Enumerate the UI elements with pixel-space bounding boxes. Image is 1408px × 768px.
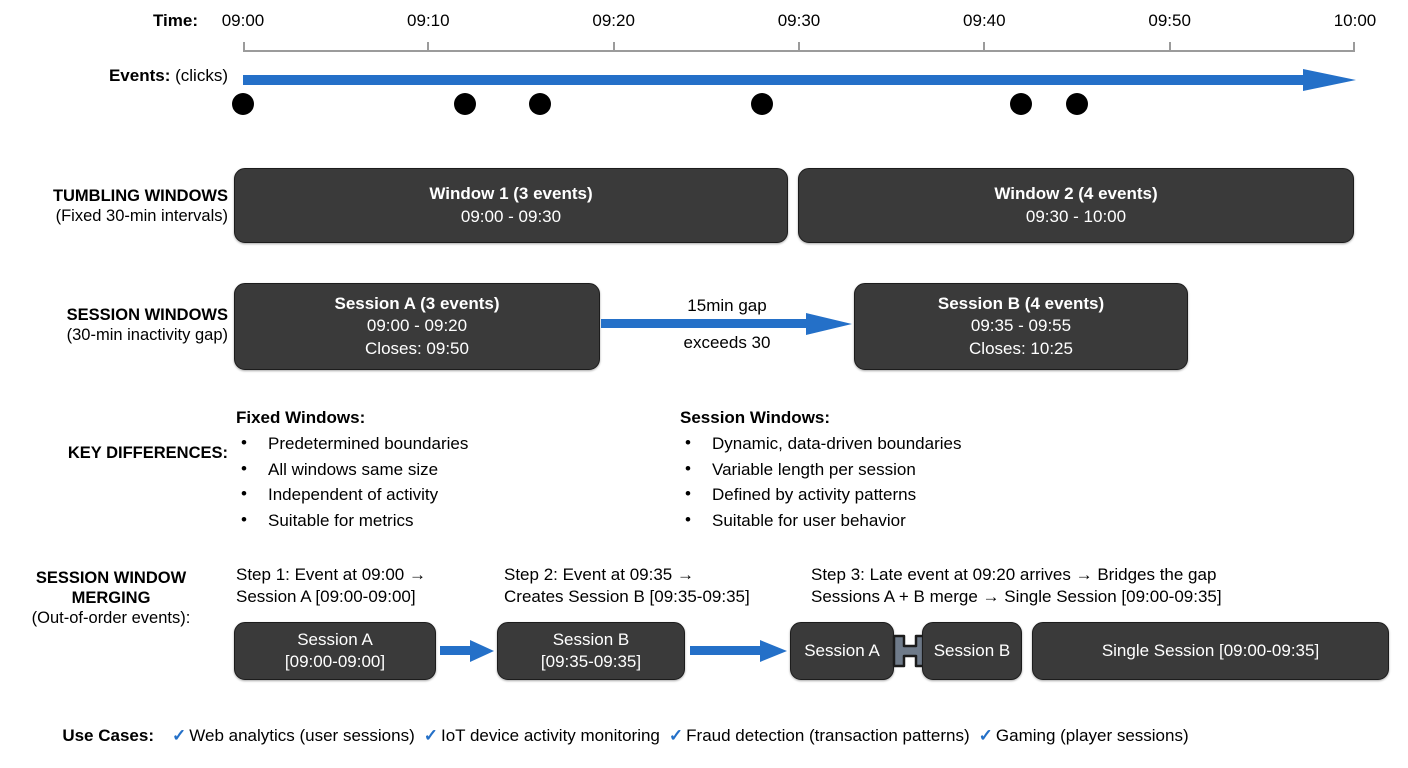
events-row-label: Events: (clicks) [0,66,228,86]
session-a-box[interactable]: Session A (3 events) 09:00 - 09:20 Close… [234,283,600,370]
fixed-windows-list: Predetermined boundariesAll windows same… [236,431,666,533]
merge-step-1-text: Step 1: Event at 09:00 → Session A [09:0… [236,564,496,608]
fixed-windows-list-item: Suitable for metrics [236,508,666,533]
session-label-main: SESSION WINDOWS [66,306,228,324]
time-axis-label: Time: [152,11,198,30]
events-label-normal: (clicks) [175,66,228,85]
session-windows-label: SESSION WINDOWS (30-min inactivity gap) [0,305,228,345]
fixed-windows-heading: Fixed Windows: [236,408,366,427]
use-cases-label: Use Cases: [62,726,154,745]
merge-session-a-line1: Session A [297,629,373,649]
key-differences-label: KEY DIFFERENCES: [67,444,228,462]
session-label-sub: (30-min inactivity gap) [66,326,228,345]
time-tick-label-1000: 10:00 [1333,11,1377,30]
event-dot [528,93,551,115]
merge-step-3-text: Step 3: Late event at 09:20 arrives → Br… [811,564,1391,608]
timeline-arrow-icon [243,69,1356,91]
merge-arrow-1-icon [440,640,494,662]
time-tick-0940 [983,42,986,52]
gap-label-bottom: exceeds 30 [683,333,771,352]
event-dot [454,93,477,115]
merged-session-a-box[interactable]: Session A [790,622,894,680]
time-tick-0920 [612,42,615,52]
merge-step-1-line1: Step 1: Event at 09:00 → [236,565,426,584]
tumbling-label-main: TUMBLING WINDOWS [52,187,228,205]
session-windows-list-item: Suitable for user behavior [680,508,1120,533]
events-label-bold: Events: [108,66,171,85]
tumbling-window-1-range: 09:00 - 09:30 [460,206,562,226]
event-dot [1010,93,1033,115]
time-tick-0910 [427,42,430,52]
fixed-windows-list-item: All windows same size [236,457,666,482]
merged-session-b-label: Session B [933,641,1011,660]
session-windows-list: Dynamic, data-driven boundariesVariable … [680,431,1120,533]
event-dot [750,93,773,115]
session-a-closes: Closes: 09:50 [365,338,469,358]
session-windows-heading: Session Windows: [680,408,831,427]
session-b-range: 09:35 - 09:55 [970,316,1072,336]
time-tick-label-0940: 09:40 [963,11,1006,30]
use-case-item: ✓IoT device activity monitoring [423,726,660,745]
tumbling-window-2-title: Window 2 (4 events) [994,184,1158,204]
tumbling-window-1-box[interactable]: Window 1 (3 events) 09:00 - 09:30 [234,168,788,243]
merge-session-b-line2: [09:35-09:35] [540,652,642,671]
fixed-windows-list-item: Predetermined boundaries [236,431,666,456]
merge-step-2-line1: Step 2: Event at 09:35 → [504,565,694,584]
check-icon: ✓ [668,726,684,745]
tumbling-windows-label: TUMBLING WINDOWS (Fixed 30-min intervals… [0,186,228,226]
merge-session-b-box[interactable]: Session B [09:35-09:35] [497,622,685,680]
merge-step-3-line1: Step 3: Late event at 09:20 arrives → Br… [811,565,1217,584]
use-case-item: ✓Fraud detection (transaction patterns) [668,726,970,745]
session-windows-list-item: Variable length per session [680,457,1120,482]
gap-label-top: 15min gap [687,296,767,315]
tumbling-window-2-box[interactable]: Window 2 (4 events) 09:30 - 10:00 [798,168,1354,243]
merge-session-a-line2: [09:00-09:00] [284,652,386,671]
merge-step-2-line2: Creates Session B [09:35-09:35] [504,587,750,607]
merge-step-3-line2: Sessions A + B merge → Single Session [0… [811,587,1222,607]
merged-single-session-label: Single Session [09:00-09:35] [1101,641,1320,660]
merged-session-b-box[interactable]: Session B [922,622,1022,680]
use-case-item: ✓Gaming (player sessions) [978,726,1189,745]
time-tick-label-0910: 09:10 [407,11,450,30]
session-a-range: 09:00 - 09:20 [366,316,468,336]
check-icon: ✓ [978,726,993,745]
session-a-title: Session A (3 events) [334,294,500,314]
merge-session-a-box[interactable]: Session A [09:00-09:00] [234,622,436,680]
merge-step-1-line2: Session A [09:00-09:00] [236,587,416,607]
session-windows-list-item: Dynamic, data-driven boundaries [680,431,1120,456]
session-b-box[interactable]: Session B (4 events) 09:35 - 09:55 Close… [854,283,1188,370]
merged-session-a-label: Session A [804,641,880,660]
session-windows-list-item: Defined by activity patterns [680,482,1120,507]
merging-label-sub: (Out-of-order events): [31,609,191,628]
key-differences-session-column: Session Windows: Dynamic, data-driven bo… [680,406,1120,533]
session-merging-label: SESSION WINDOW MERGING (Out-of-order eve… [0,568,222,628]
session-b-title: Session B (4 events) [937,294,1105,314]
tumbling-label-sub: (Fixed 30-min intervals) [55,207,228,226]
tumbling-window-1-title: Window 1 (3 events) [429,184,593,204]
time-tick-label-0950: 09:50 [1148,11,1191,30]
fixed-windows-list-item: Independent of activity [236,482,666,507]
use-case-item: ✓Web analytics (user sessions) [172,726,415,745]
merge-session-b-line1: Session B [552,629,630,649]
merging-label-line2: MERGING [71,589,151,608]
time-tick-0930 [798,42,800,52]
time-tick-label-0900: 09:00 [221,11,265,30]
check-icon: ✓ [172,726,187,745]
merge-arrow-2-icon [690,640,787,662]
key-differences-fixed-column: Fixed Windows: Predetermined boundariesA… [236,406,666,533]
merge-step-2-text: Step 2: Event at 09:35 → Creates Session… [504,564,804,608]
session-b-closes: Closes: 10:25 [969,338,1073,358]
merging-label-line1: SESSION WINDOW [35,569,187,587]
time-tick-0950 [1168,42,1171,52]
use-cases-list: ✓Web analytics (user sessions) ✓IoT devic… [172,726,1402,746]
time-tick-label-0930: 09:30 [777,11,821,30]
event-dot [232,93,254,115]
merged-single-session-box[interactable]: Single Session [09:00-09:35] [1032,622,1389,680]
time-tick-label-0920: 09:20 [592,11,635,30]
gap-arrow-icon [601,313,852,335]
tumbling-window-2-range: 09:30 - 10:00 [1025,206,1127,226]
check-icon: ✓ [423,726,438,745]
event-dot [1066,93,1088,115]
